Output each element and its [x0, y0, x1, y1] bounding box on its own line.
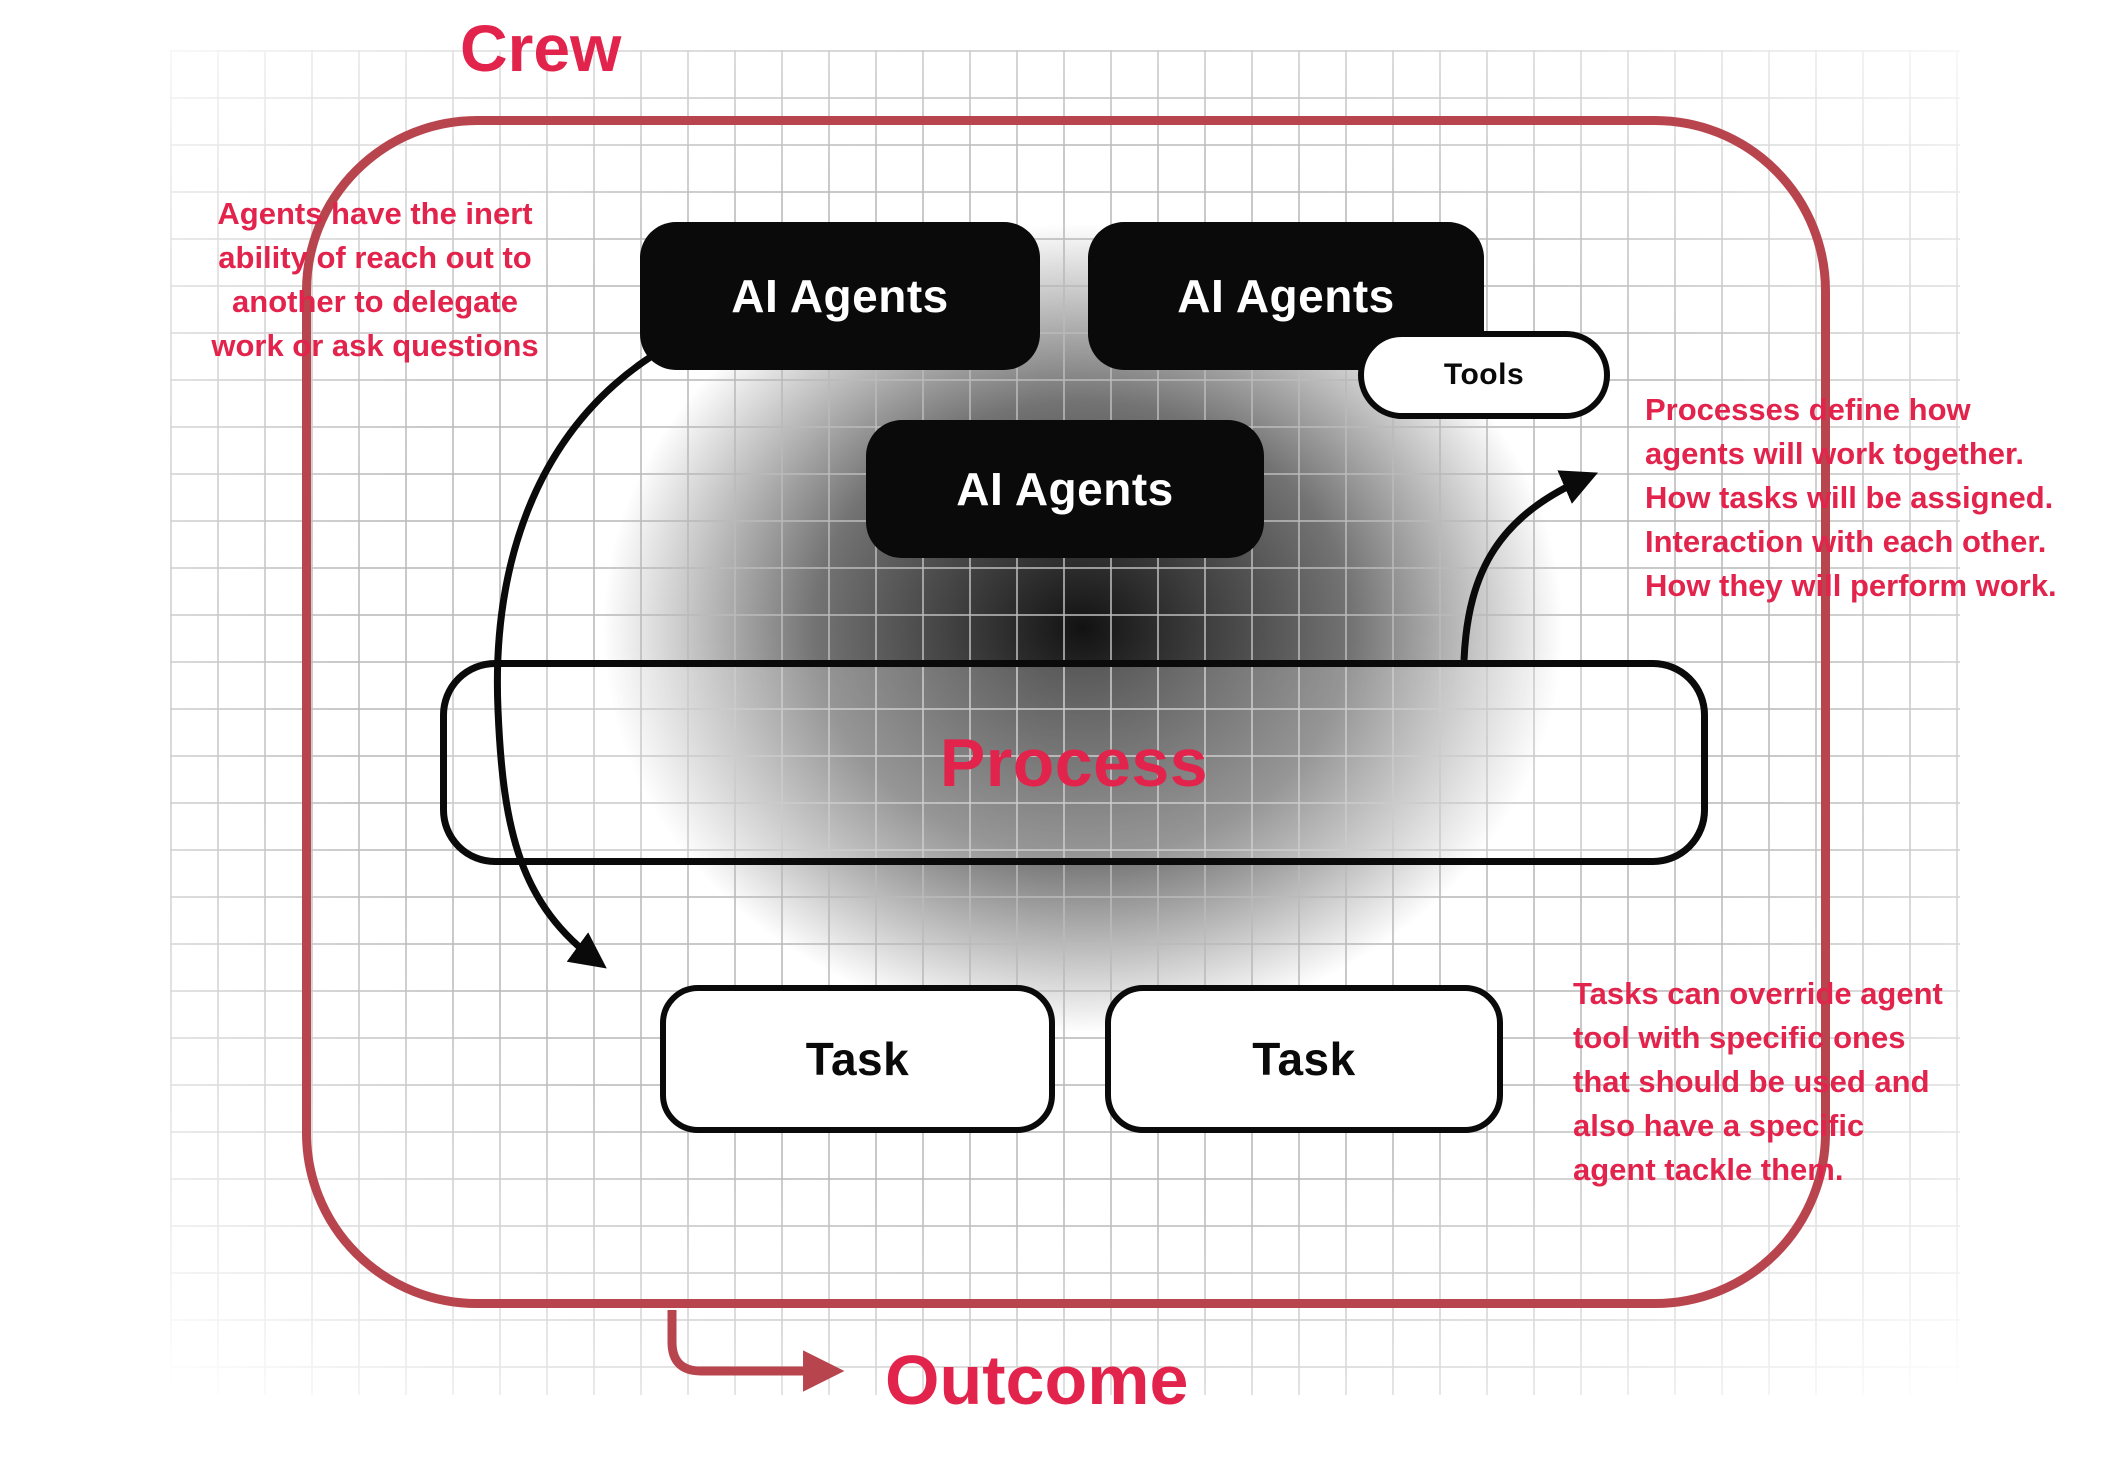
tools-pill: Tools — [1358, 331, 1610, 419]
crew-boundary-frame — [302, 116, 1830, 1308]
annotation-process-definition: Processes define how agents will work to… — [1645, 392, 2057, 604]
task-box-2: Task — [1105, 985, 1503, 1133]
process-bar: Process — [440, 660, 1708, 865]
crew-title: Crew — [460, 11, 622, 85]
annotation-agents-delegation: Agents have the inert ability of reach o… — [211, 196, 539, 364]
ai-agents-box-3: AI Agents — [866, 420, 1264, 558]
task-box-1: Task — [660, 985, 1055, 1133]
annotation-task-override: Tasks can override agent tool with speci… — [1573, 976, 1943, 1188]
ai-agents-box-2: AI Agents — [1088, 222, 1484, 370]
ai-agents-box-1: AI Agents — [640, 222, 1040, 370]
outcome-label: Outcome — [885, 1341, 1189, 1419]
